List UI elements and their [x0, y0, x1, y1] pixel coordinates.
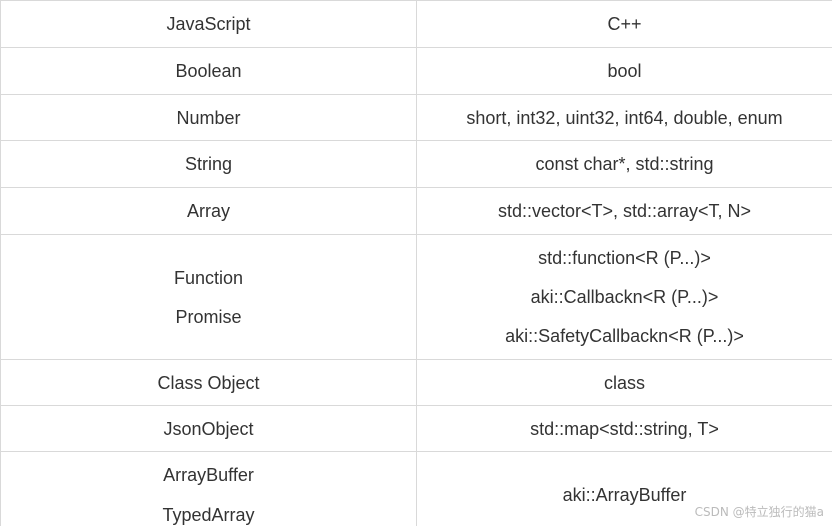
header-cpp: C++: [416, 0, 832, 48]
js-type-cell: ArrayBuffer TypedArray: [0, 451, 417, 526]
watermark: CSDN @特立独行的猫a: [694, 505, 824, 519]
table-row: Function Promise std::function<R (P...)>…: [0, 234, 832, 360]
table-row: JsonObject std::map<std::string, T>: [0, 405, 832, 452]
cpp-type-cell: class: [416, 359, 832, 406]
js-type-cell: Class Object: [0, 359, 417, 406]
js-type-cell: Array: [0, 187, 417, 235]
table-header-row: JavaScript C++: [0, 0, 832, 48]
cpp-type-cell: const char*, std::string: [416, 140, 832, 188]
table-row: ArrayBuffer TypedArray aki::ArrayBuffer: [0, 451, 832, 526]
table-row: Class Object class: [0, 359, 832, 406]
cpp-type-cell: aki::ArrayBuffer: [416, 451, 832, 526]
cpp-type-cell: std::function<R (P...)> aki::Callbackn<R…: [416, 234, 832, 360]
js-type-cell: Function Promise: [0, 234, 417, 360]
table-row: Boolean bool: [0, 47, 832, 95]
cpp-type-cell: std::map<std::string, T>: [416, 405, 832, 452]
js-type-cell: Number: [0, 94, 417, 141]
table-row: String const char*, std::string: [0, 140, 832, 188]
cpp-type-cell: bool: [416, 47, 832, 95]
cpp-type-cell: short, int32, uint32, int64, double, enu…: [416, 94, 832, 141]
cell-line: aki::ArrayBuffer: [562, 484, 687, 505]
header-javascript: JavaScript: [0, 0, 417, 48]
cell-line: ArrayBuffer: [163, 464, 254, 485]
cell-line: aki::SafetyCallbackn<R (P...)>: [505, 326, 744, 346]
cell-line: aki::Callbackn<R (P...)>: [530, 287, 719, 307]
table-row: Number short, int32, uint32, int64, doub…: [0, 94, 832, 141]
table-row: Array std::vector<T>, std::array<T, N>: [0, 187, 832, 235]
cell-line: TypedArray: [162, 504, 255, 525]
js-type-cell: String: [0, 140, 417, 188]
cell-line: std::function<R (P...)>: [538, 248, 711, 268]
cell-line: Function: [173, 267, 244, 288]
js-type-cell: Boolean: [0, 47, 417, 95]
cpp-type-cell: std::vector<T>, std::array<T, N>: [416, 187, 832, 235]
cell-line: Promise: [175, 306, 242, 327]
js-type-cell: JsonObject: [0, 405, 417, 452]
